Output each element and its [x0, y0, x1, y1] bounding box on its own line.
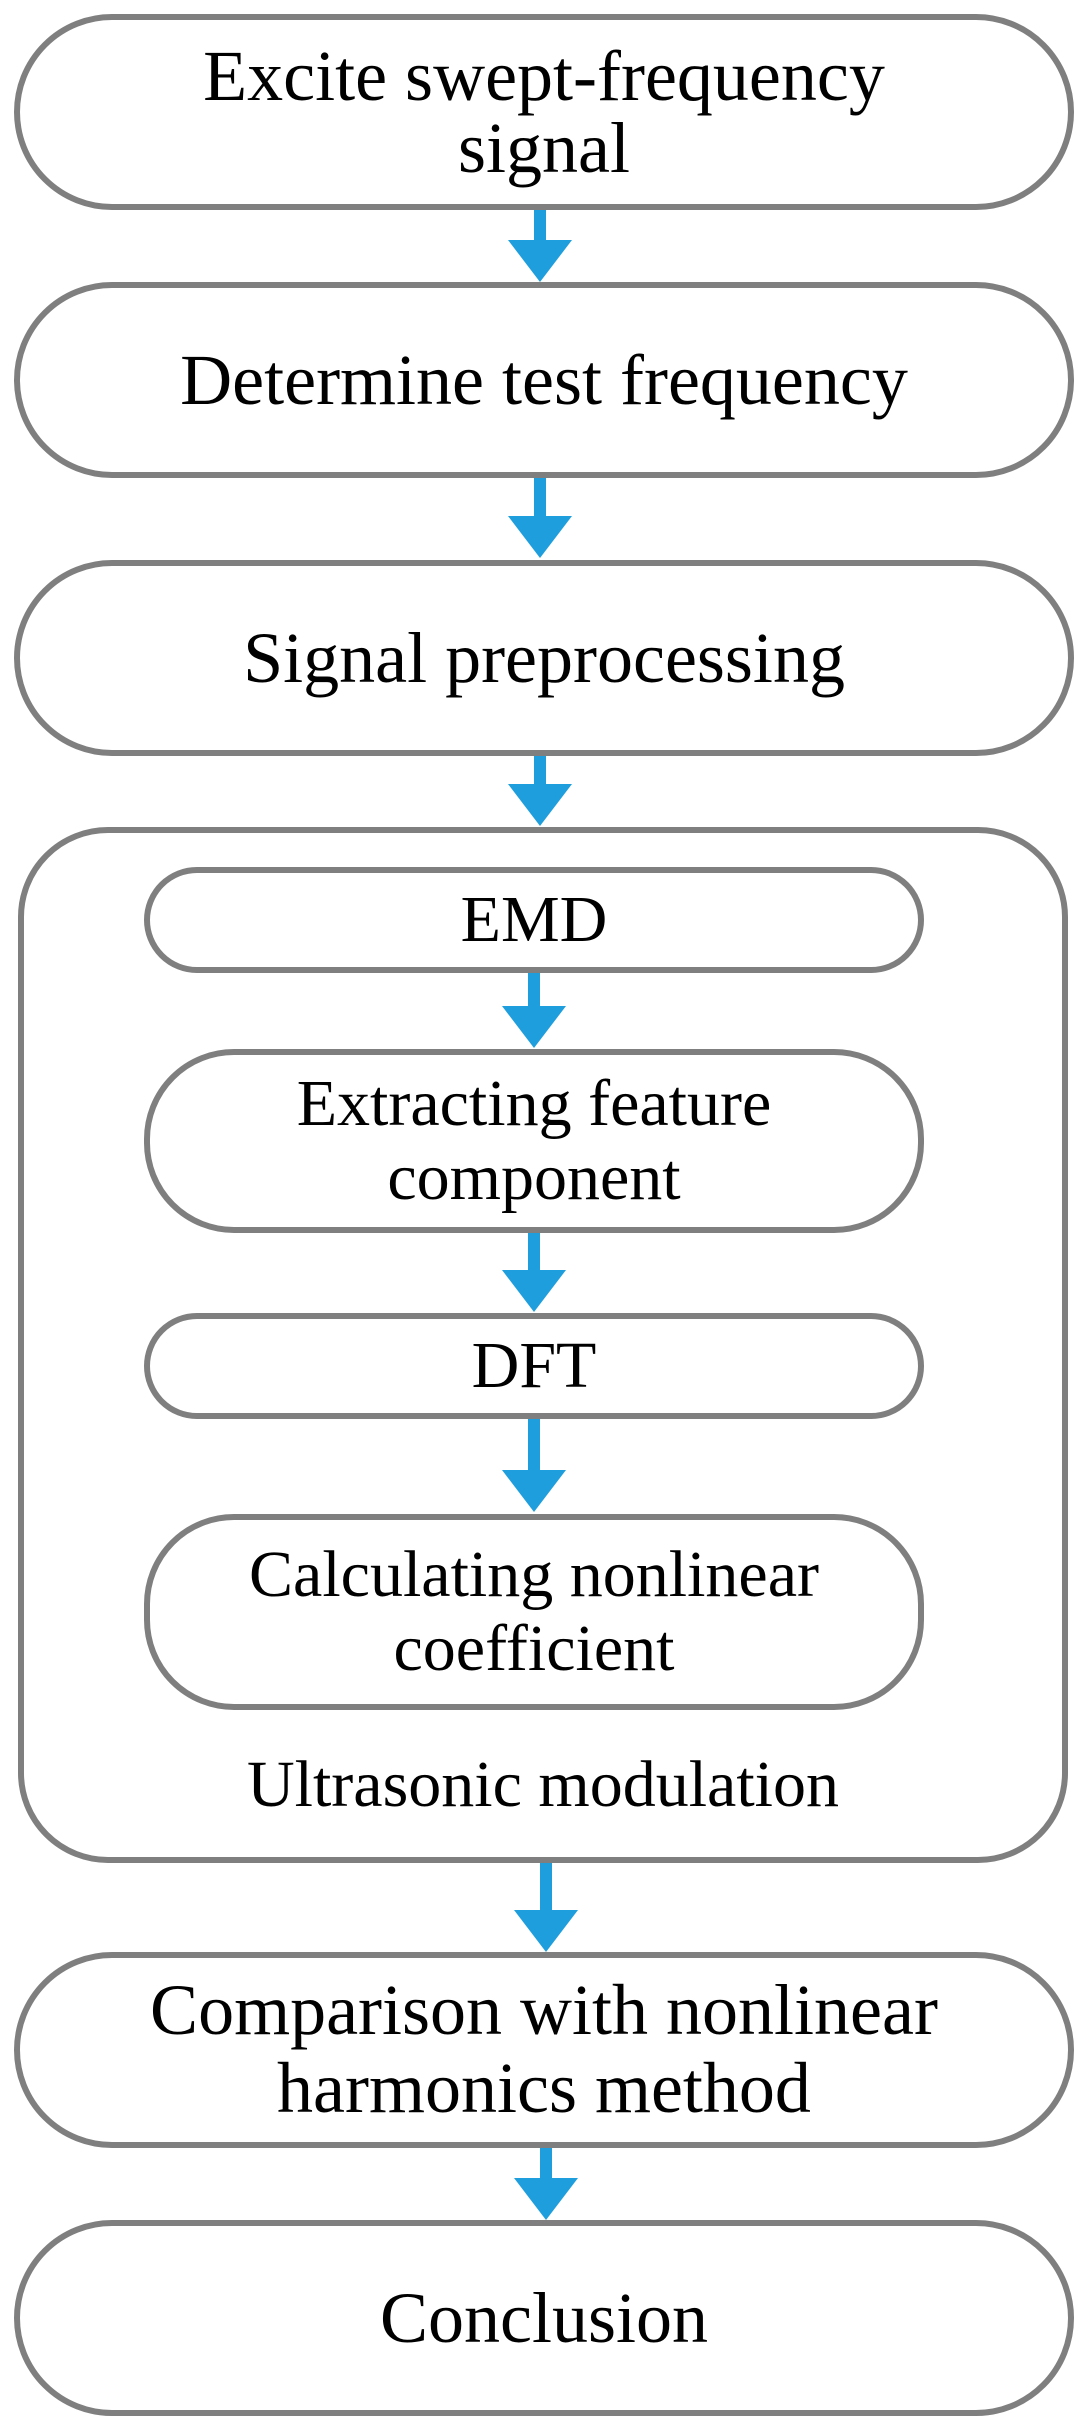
- flow-step-signal-preprocessing-label: Signal preprocessing: [243, 618, 845, 698]
- flow-step-signal-preprocessing: Signal preprocessing: [14, 560, 1074, 756]
- flow-substep-nonlinear-coefficient: Calculating nonlinear coefficient: [144, 1514, 924, 1710]
- flow-step-excite-signal-label: Excite swept-frequency signal: [203, 36, 885, 188]
- arrow-group-to-comparison: [514, 1863, 578, 1952]
- arrow-step2-to-step3: [508, 478, 572, 558]
- flow-substep-emd-label: EMD: [460, 883, 608, 956]
- flow-step-comparison-label: Comparison with nonlinear harmonics meth…: [150, 1970, 938, 2128]
- flow-substep-dft-label: DFT: [471, 1329, 597, 1402]
- ultrasonic-modulation-label: Ultrasonic modulation: [246, 1748, 840, 1821]
- flow-substep-nonlinear-coefficient-label: Calculating nonlinear coefficient: [249, 1538, 819, 1685]
- flow-substep-dft: DFT: [144, 1313, 924, 1419]
- flow-step-comparison: Comparison with nonlinear harmonics meth…: [14, 1952, 1074, 2148]
- flow-step-determine-frequency: Determine test frequency: [14, 282, 1074, 478]
- flow-substep-extract-feature-label: Extracting feature component: [296, 1067, 772, 1214]
- flow-substep-emd: EMD: [144, 867, 924, 973]
- flow-step-conclusion: Conclusion: [14, 2220, 1074, 2416]
- flow-step-excite-signal: Excite swept-frequency signal: [14, 14, 1074, 210]
- arrow-step1-to-step2: [508, 210, 572, 282]
- flow-substep-extract-feature: Extracting feature component: [144, 1049, 924, 1233]
- flow-step-determine-frequency-label: Determine test frequency: [180, 340, 908, 420]
- flow-step-conclusion-label: Conclusion: [379, 2278, 708, 2358]
- arrow-step3-to-group: [508, 756, 572, 826]
- arrow-comparison-to-conclusion: [514, 2148, 578, 2220]
